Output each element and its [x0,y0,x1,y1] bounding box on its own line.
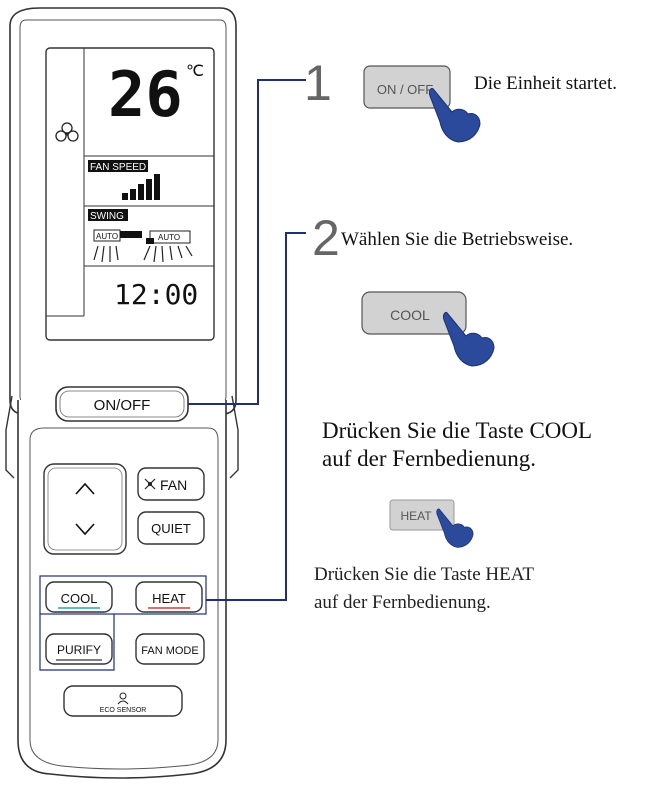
temp-pad [43,463,127,555]
fan-icon [144,478,156,490]
hand-pointer-icon [436,508,474,548]
swing-right-badge: AUTO [158,233,180,242]
hand-pointer-icon [442,311,495,367]
leader-line-mode [206,232,306,601]
swing-left-badge: AUTO [96,232,118,241]
swing-right-icon: AUTO [143,230,193,263]
heat-instruction-line2: auf der Fernbedienung. [314,592,491,613]
mode-group-highlight-lower [39,614,115,671]
remote-control: 26 ℃ FAN SPEED SWING AUTO AUTO 12:00 [5,7,239,779]
swing-left-icon: AUTO [93,229,142,263]
lcd-temperature-unit: ℃ [186,63,204,80]
leader-line-onoff [188,79,306,405]
fan-speed-bars [122,174,160,200]
step-2-number: 2 [312,210,340,266]
swing-label: SWING [90,211,124,222]
hand-pointer-icon [428,87,481,143]
cool-demo-button [361,291,467,335]
eco-sensor-button-label: ECO SENSOR [100,707,147,714]
lcd-temperature: 26 [108,58,183,131]
step-1-demo-button [363,65,451,109]
fan-mode-icon [55,122,79,142]
heat-instruction-line1: Drücken Sie die Taste HEAT [314,564,534,585]
onoff-button-inner [59,390,185,418]
fan-mode-button-label: FAN MODE [141,645,198,657]
step-1-number: 1 [304,55,332,111]
cool-instruction-line1: Drücken Sie die Taste COOL [322,418,592,443]
heat-button[interactable] [135,581,203,613]
remote-right-grip [229,395,239,479]
fan-mode-button[interactable] [135,633,205,665]
remote-left-grip [5,395,15,479]
purify-button-label: PURIFY [57,643,101,657]
cool-button[interactable] [45,581,113,613]
step-2-text: Wählen Sie die Betriebsweise. [341,229,573,250]
temp-up-button[interactable] [75,482,95,495]
step-1-demo-button-label: ON / OFF [377,82,433,97]
step-1-text: Die Einheit startet. [474,73,617,94]
fan-speed-label: FAN SPEED [90,162,146,173]
heat-demo-button [389,499,455,531]
fan-button[interactable] [137,467,205,501]
swing-label-bg [88,209,128,221]
remote-button-panel [29,427,219,770]
purify-button[interactable] [45,633,113,665]
cool-demo-button-label: COOL [390,307,430,323]
cool-button-label: COOL [61,591,98,606]
cool-instruction-line2: auf der Fernbedienung. [322,446,536,471]
heat-button-label: HEAT [152,591,186,606]
onoff-button-label: ON/OFF [94,397,151,414]
lcd-clock: 12:00 [114,278,198,311]
quiet-button-label: QUIET [151,521,191,536]
fan-speed-label-bg [88,160,148,172]
quiet-button[interactable] [137,511,205,545]
mode-group-highlight [39,575,207,615]
fan-button-label: FAN [160,477,187,493]
eco-sensor-icon [117,692,129,705]
heat-demo-button-label: HEAT [400,509,432,523]
temp-pad-inner [47,467,123,551]
temp-down-button[interactable] [75,523,95,536]
